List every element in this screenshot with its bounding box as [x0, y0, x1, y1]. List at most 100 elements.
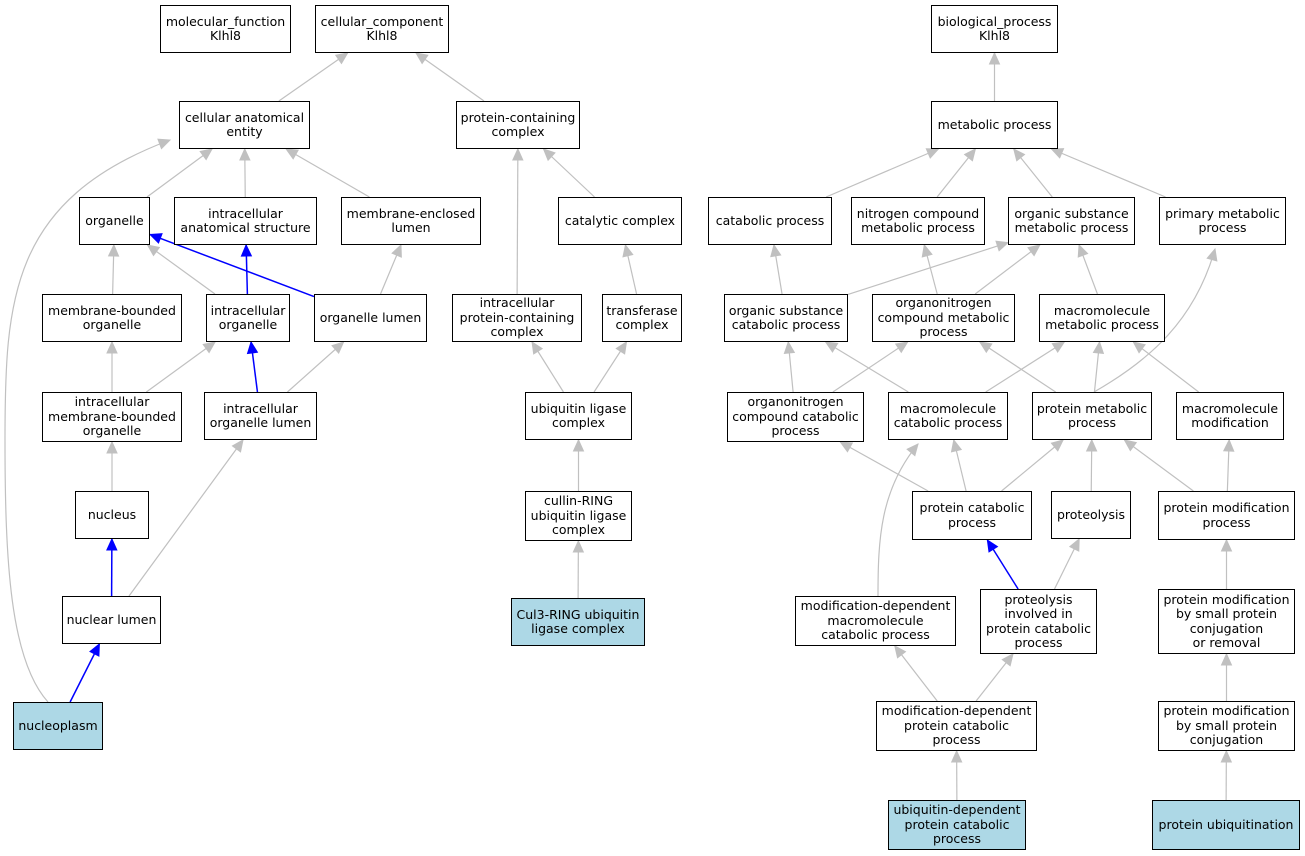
edge-intracellular-organelle-lumen-to-intracellular-organelle: [246, 340, 259, 393]
edge-protein-modification-by-small-protein-conjugation-to-protein-modification-by-small-protein-conjugation-or-removal: [1220, 652, 1233, 701]
node-macromolecule-modification[interactable]: macromolecule modification: [1176, 392, 1284, 440]
edge-nucleoplasm-to-nuclear-lumen: [69, 642, 101, 703]
node-organelle[interactable]: organelle: [79, 197, 150, 245]
node-modification-dependent-macromolecule-catabolic-process[interactable]: modification-dependent macromolecule cat…: [795, 596, 956, 646]
edge-intracellular-organelle-to-intracellular-anatomical-structure: [240, 243, 253, 295]
edge-intracellular-anatomical-structure-to-cellular-anatomical-entity: [239, 147, 251, 198]
node-nucleoplasm[interactable]: nucleoplasm: [13, 702, 103, 750]
node-intracellular-organelle[interactable]: intracellular organelle: [206, 294, 290, 342]
edge-organelle-to-cellular-anatomical-entity: [146, 148, 213, 198]
node-protein-metabolic-process[interactable]: protein metabolic process: [1032, 392, 1152, 440]
node-protein-catabolic-process[interactable]: protein catabolic process: [912, 491, 1032, 540]
edge-catalytic-complex-to-protein-containing-complex: [542, 148, 595, 198]
edge-protein-catabolic-process-to-protein-metabolic-process: [1001, 439, 1064, 492]
edge-proteolysis-involved-in-protein-catabolic-process-to-proteolysis: [1053, 537, 1080, 590]
node-membrane-bounded-organelle[interactable]: membrane-bounded organelle: [42, 294, 182, 342]
edge-intracellular-membrane-bounded-organelle-to-membrane-bounded-organelle: [106, 340, 118, 392]
edge-nuclear-lumen-to-intracellular-organelle-lumen: [128, 439, 244, 597]
node-protein-ubiquitination[interactable]: protein ubiquitination: [1152, 800, 1300, 850]
node-cullin-ring-ubiquitin-ligase-complex[interactable]: cullin-RING ubiquitin ligase complex: [525, 491, 632, 541]
node-catabolic-process[interactable]: catabolic process: [708, 197, 832, 245]
edge-intracellular-organelle-lumen-to-organelle-lumen: [287, 341, 345, 393]
node-modification-dependent-protein-catabolic-process[interactable]: modification-dependent protein catabolic…: [876, 701, 1037, 751]
node-catalytic-complex[interactable]: catalytic complex: [558, 197, 682, 245]
edge-modification-dependent-protein-catabolic-process-to-modification-dependent-macromolecule-catabolic-process: [894, 645, 938, 702]
edge-proteolysis-involved-in-protein-catabolic-process-to-protein-catabolic-process: [986, 538, 1019, 590]
edge-organic-substance-metabolic-process-to-metabolic-process: [1012, 148, 1053, 198]
node-intracellular-membrane-bounded-organelle[interactable]: intracellular membrane-bounded organelle: [42, 392, 182, 442]
edge-nitrogen-compound-metabolic-process-to-metabolic-process: [936, 148, 977, 198]
node-primary-metabolic-process[interactable]: primary metabolic process: [1159, 197, 1286, 245]
edge-nuclear-lumen-to-nucleus: [106, 537, 118, 597]
edge-proteolysis-to-protein-metabolic-process: [1085, 438, 1098, 492]
node-intracellular-anatomical-structure[interactable]: intracellular anatomical structure: [174, 197, 317, 245]
node-organic-substance-metabolic-process[interactable]: organic substance metabolic process: [1008, 197, 1135, 245]
node-biological-process[interactable]: biological_process Klhl8: [931, 5, 1058, 53]
node-nitrogen-compound-metabolic-process[interactable]: nitrogen compound metabolic process: [851, 197, 985, 245]
edge-intracellular-organelle-to-organelle: [146, 244, 216, 295]
edge-organonitrogen-compound-metabolic-process-to-organic-substance-metabolic-process: [974, 244, 1041, 295]
node-organonitrogen-compound-catabolic-process[interactable]: organonitrogen compound catabolic proces…: [727, 392, 864, 442]
edge-ubiquitin-ligase-complex-to-intracellular-protein-containing-complex: [531, 340, 564, 393]
node-organelle-lumen[interactable]: organelle lumen: [314, 294, 427, 342]
edge-ubiquitin-ligase-complex-to-transferase-complex: [593, 340, 628, 393]
node-organic-substance-catabolic-process[interactable]: organic substance catabolic process: [724, 294, 848, 342]
node-metabolic-process[interactable]: metabolic process: [931, 101, 1058, 149]
edge-intracellular-membrane-bounded-organelle-to-intracellular-organelle: [145, 341, 217, 393]
edge-cul3-ring-ubiquitin-ligase-complex-to-cullin-ring-ubiquitin-ligase-complex: [572, 539, 585, 599]
edge-macromolecule-catabolic-process-to-macromolecule-metabolic-process: [985, 341, 1066, 393]
edge-cellular-anatomical-entity-to-cellular-component: [278, 52, 349, 102]
edge-intracellular-protein-containing-complex-to-protein-containing-complex: [512, 147, 524, 295]
edge-organic-substance-catabolic-process-to-catabolic-process: [770, 243, 783, 295]
node-nucleus[interactable]: nucleus: [75, 491, 149, 539]
edge-ubiquitin-dependent-protein-catabolic-process-to-modification-dependent-protein-catabolic-process: [950, 749, 963, 801]
node-nuclear-lumen[interactable]: nuclear lumen: [62, 596, 161, 644]
node-cellular-anatomical-entity[interactable]: cellular anatomical entity: [179, 101, 310, 149]
node-proteolysis-involved-in-protein-catabolic-process[interactable]: proteolysis involved in protein cataboli…: [980, 589, 1097, 654]
node-protein-containing-complex[interactable]: protein-containing complex: [456, 101, 580, 149]
node-intracellular-protein-containing-complex[interactable]: intracellular protein-containing complex: [452, 294, 582, 342]
edge-metabolic-process-to-biological-process: [988, 51, 1001, 101]
edge-membrane-enclosed-lumen-to-cellular-anatomical-entity: [285, 148, 370, 198]
edge-protein-containing-complex-to-cellular-component: [415, 52, 485, 102]
edge-protein-catabolic-process-to-macromolecule-catabolic-process: [950, 438, 967, 492]
node-organonitrogen-compound-metabolic-process[interactable]: organonitrogen compound metabolic proces…: [872, 294, 1015, 342]
edge-macromolecule-catabolic-process-to-organic-substance-catabolic-process: [824, 341, 909, 393]
edge-protein-modification-by-small-protein-conjugation-or-removal-to-protein-modification-process: [1220, 538, 1233, 589]
edge-protein-modification-process-to-protein-metabolic-process: [1123, 439, 1194, 492]
node-protein-modification-by-small-protein-conjugation-or-removal[interactable]: protein modification by small protein co…: [1158, 589, 1295, 654]
edge-macromolecule-modification-to-macromolecule-metabolic-process: [1132, 341, 1200, 393]
edge-nucleus-to-intracellular-membrane-bounded-organelle: [106, 440, 118, 491]
edge-modification-dependent-protein-catabolic-process-to-proteolysis-involved-in-protein-catabolic-process: [975, 653, 1014, 702]
edge-catabolic-process-to-metabolic-process: [825, 148, 940, 198]
node-molecular-function[interactable]: molecular_function Klhl8: [160, 5, 291, 53]
edge-protein-metabolic-process-to-organonitrogen-compound-metabolic-process: [978, 341, 1056, 393]
node-cul3-ring-ubiquitin-ligase-complex[interactable]: Cul3-RING ubiquitin ligase complex: [511, 598, 645, 646]
edge-organonitrogen-compound-catabolic-process-to-organic-substance-catabolic-process: [783, 340, 796, 393]
node-ubiquitin-dependent-protein-catabolic-process[interactable]: ubiquitin-dependent protein catabolic pr…: [888, 800, 1026, 850]
edge-cullin-ring-ubiquitin-ligase-complex-to-ubiquitin-ligase-complex: [572, 438, 585, 491]
edge-protein-catabolic-process-to-organonitrogen-compound-catabolic-process: [839, 441, 929, 492]
node-membrane-enclosed-lumen[interactable]: membrane-enclosed lumen: [341, 197, 481, 245]
node-macromolecule-catabolic-process[interactable]: macromolecule catabolic process: [888, 392, 1008, 440]
node-protein-modification-by-small-protein-conjugation[interactable]: protein modification by small protein co…: [1158, 701, 1295, 751]
edge-nucleoplasm-to-cellular-anatomical-entity: [4, 138, 172, 703]
node-macromolecule-metabolic-process[interactable]: macromolecule metabolic process: [1039, 294, 1165, 342]
edge-modification-dependent-macromolecule-catabolic-process-to-macromolecule-catabolic-process: [877, 443, 919, 597]
edge-membrane-bounded-organelle-to-organelle: [107, 243, 120, 295]
node-cellular-component[interactable]: cellular_component Klhl8: [315, 5, 449, 53]
node-proteolysis[interactable]: proteolysis: [1051, 491, 1131, 539]
edge-protein-metabolic-process-to-macromolecule-metabolic-process: [1092, 340, 1105, 393]
node-transferase-complex[interactable]: transferase complex: [602, 294, 682, 342]
node-ubiquitin-ligase-complex[interactable]: ubiquitin ligase complex: [525, 392, 632, 440]
node-protein-modification-process[interactable]: protein modification process: [1158, 491, 1295, 540]
edge-organonitrogen-compound-catabolic-process-to-organonitrogen-compound-metabolic-process: [832, 341, 909, 393]
edge-organic-substance-catabolic-process-to-organic-substance-metabolic-process: [847, 240, 1010, 296]
edge-primary-metabolic-process-to-metabolic-process: [1050, 148, 1166, 198]
node-intracellular-organelle-lumen[interactable]: intracellular organelle lumen: [204, 392, 317, 440]
edge-macromolecule-metabolic-process-to-organic-substance-metabolic-process: [1077, 243, 1098, 295]
edge-organonitrogen-compound-metabolic-process-to-nitrogen-compound-metabolic-process: [921, 243, 938, 295]
edge-organelle-lumen-to-membrane-enclosed-lumen: [379, 243, 402, 295]
